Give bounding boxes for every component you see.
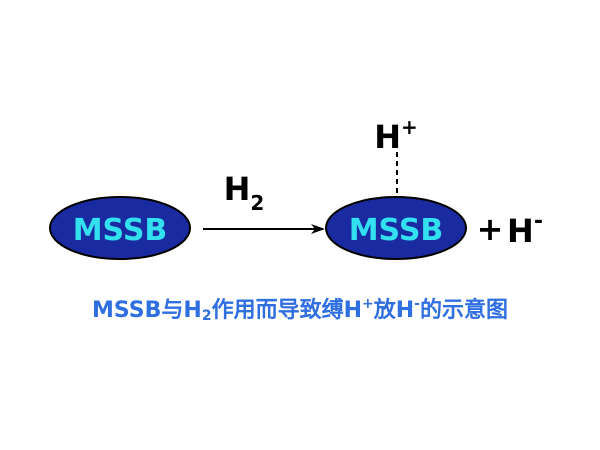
released-ion-charge: - xyxy=(534,209,543,234)
product-label: MSSB xyxy=(349,213,444,248)
caption-superscript-1: + xyxy=(361,296,374,312)
reagent-label: H2 xyxy=(224,170,265,215)
reaction-diagram: MSSB H2 H+ MSSB + H- xyxy=(49,115,543,260)
bound-ion-charge: + xyxy=(401,115,418,139)
caption-superscript-2: - xyxy=(414,296,420,312)
figure-caption: MSSB与H2作用而导致缚H+放H-的示意图 xyxy=(0,292,600,324)
reagent-base: H xyxy=(224,170,251,208)
bound-ion-base: H xyxy=(374,118,401,156)
caption-part-3: 放H xyxy=(373,298,415,323)
caption-part-2: 作用而导致缚H xyxy=(211,298,362,323)
caption-part-4: 的示意图 xyxy=(419,298,508,323)
reactant-label: MSSB xyxy=(73,213,168,248)
caption-part-1: MSSB与H xyxy=(92,298,202,323)
product-ellipse xyxy=(325,196,467,260)
reactant-molecule: MSSB xyxy=(49,196,191,260)
released-ion-base: H xyxy=(507,212,534,250)
reagent-subscript: 2 xyxy=(250,191,264,215)
plus-sign: + xyxy=(477,210,504,248)
caption-subscript: 2 xyxy=(201,308,212,324)
reactant-ellipse xyxy=(49,196,191,260)
released-ion-label: H- xyxy=(507,209,543,250)
bound-ion-label: H+ xyxy=(374,115,418,156)
product-molecule: MSSB xyxy=(325,196,467,260)
